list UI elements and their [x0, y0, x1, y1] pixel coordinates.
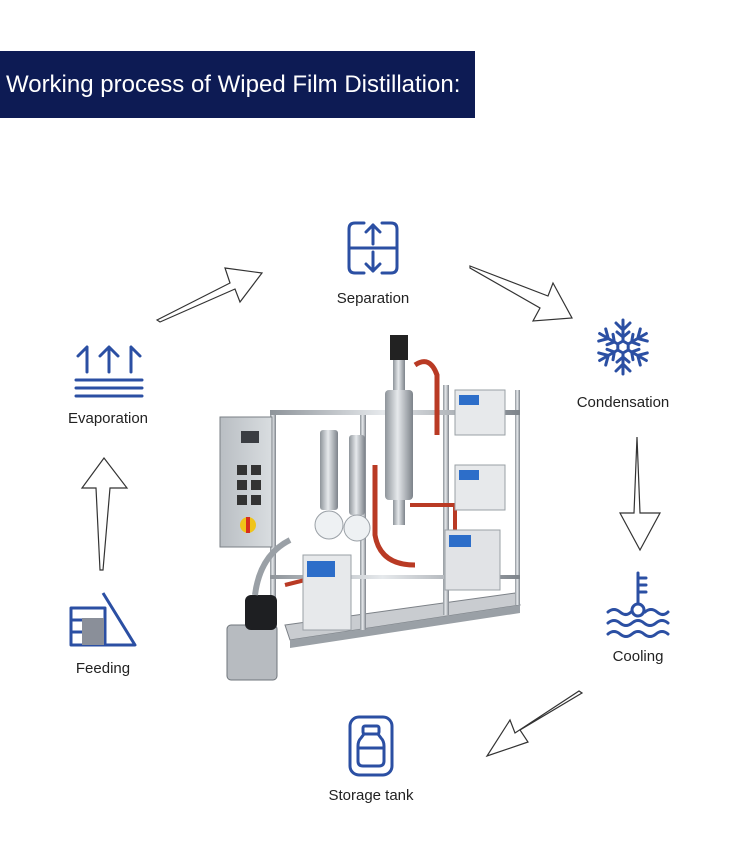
- step-condensation: Condensation: [563, 394, 683, 411]
- step-label-feeding: Feeding: [75, 660, 131, 677]
- title-banner: Working process of Wiped Film Distillati…: [0, 51, 475, 118]
- step-feeding: Feeding: [53, 660, 153, 677]
- step-evaporation: Evaporation: [53, 410, 163, 427]
- storage-tank-icon: [348, 715, 394, 777]
- step-separation: Separation: [323, 290, 423, 307]
- step-label-evaporation: Evaporation: [67, 410, 149, 427]
- step-label-cooling: Cooling: [612, 648, 664, 665]
- thermometer-water-icon: [606, 571, 670, 638]
- evaporation-icon: [74, 345, 144, 398]
- step-storage-tank: Storage tank: [311, 787, 431, 804]
- step-cooling: Cooling: [588, 648, 688, 665]
- page-title: Working process of Wiped Film Distillati…: [6, 70, 461, 98]
- step-label-condensation: Condensation: [576, 394, 670, 411]
- wiped-film-distillation-machine-image: [219, 335, 521, 681]
- step-label-separation: Separation: [336, 290, 410, 307]
- separation-arrows-icon: [347, 221, 399, 275]
- step-label-storage-tank: Storage tank: [328, 787, 414, 804]
- feeding-icon: [69, 592, 137, 647]
- snowflake-icon: [594, 318, 652, 376]
